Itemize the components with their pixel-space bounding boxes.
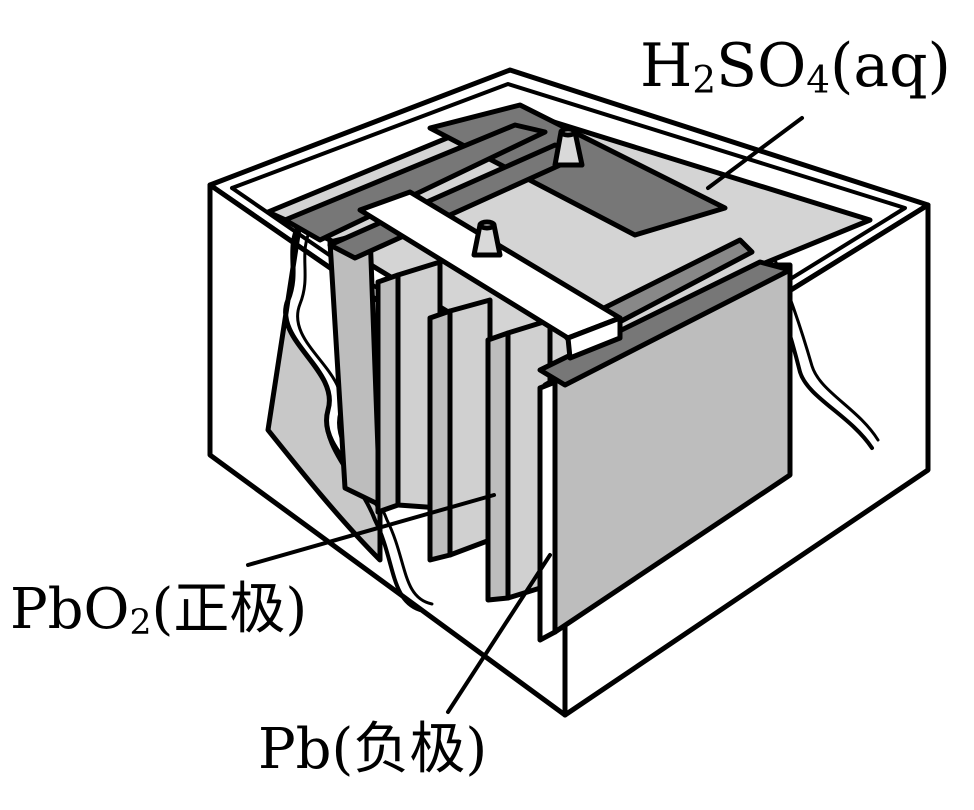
label-negative-electrode: Pb(负极) [258, 722, 487, 778]
label-electrolyte: H2SO4(aq) [640, 36, 951, 99]
label-positive-electrode: PbO2(正极) [10, 582, 307, 641]
